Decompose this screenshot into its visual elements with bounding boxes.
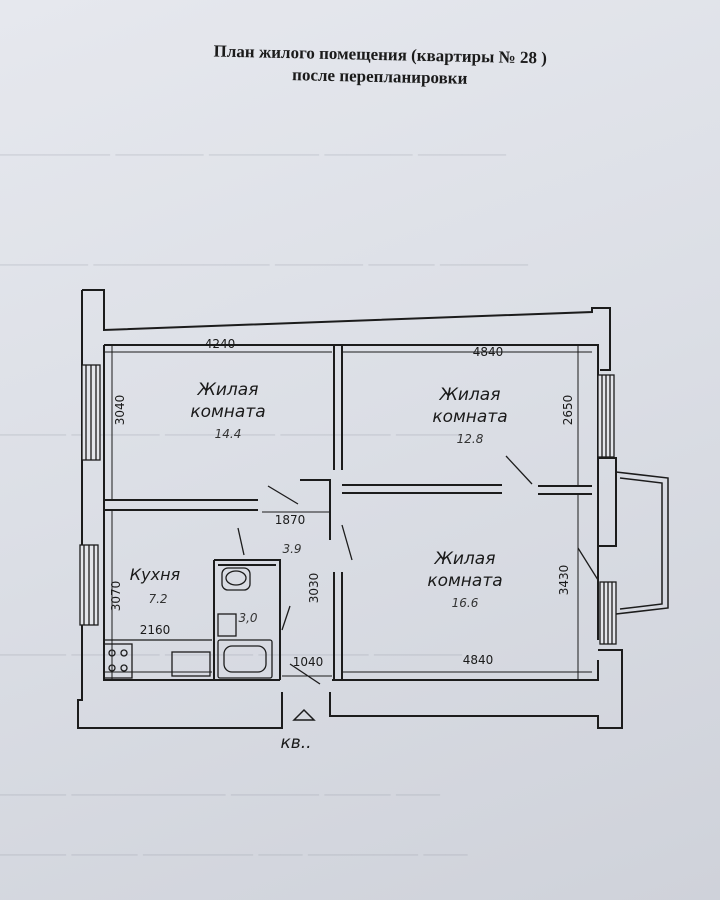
dim-left-upper: 3040 — [113, 395, 127, 426]
dim-corridor-width: 1870 — [275, 513, 306, 527]
bath-area: 3,0 — [238, 611, 257, 625]
dim-left-lower: 3070 — [109, 581, 123, 612]
right-windows — [597, 374, 617, 645]
bathtub-icon — [217, 639, 273, 679]
balcony — [615, 471, 669, 615]
room-name-3b: комната — [427, 571, 502, 591]
room-area-2: 12.8 — [457, 432, 484, 446]
room-area-3: 16.6 — [452, 596, 479, 610]
dim-top-left: 4240 — [205, 337, 236, 351]
kitchen-sink-icon — [171, 651, 211, 677]
room-area-1: 14.4 — [215, 427, 242, 441]
dim-kitchen-width: 2160 — [140, 623, 171, 637]
toilet-tank-icon — [221, 567, 251, 591]
room-name-1b: комната — [190, 402, 265, 422]
kitchen-fixtures — [103, 639, 212, 679]
corridor-area: 3.9 — [282, 542, 301, 556]
room-name-2a: Жилая — [439, 385, 501, 405]
room-name-2b: комната — [432, 407, 507, 427]
entrance-arrow-icon — [292, 708, 316, 721]
room-name-1a: Жилая — [197, 380, 259, 400]
dim-bottom-right: 4840 — [463, 653, 494, 667]
toilet-bowl-icon — [225, 570, 247, 586]
entrance-label: кв.. — [280, 733, 311, 753]
door-swings — [237, 455, 599, 685]
sink-icon — [217, 613, 237, 637]
dimension-lines — [104, 345, 592, 680]
dim-top-right: 4840 — [473, 345, 504, 359]
dim-corridor-height: 3030 — [307, 573, 321, 604]
dim-right-upper: 2650 — [561, 395, 575, 426]
interior-walls — [104, 345, 592, 680]
room-name-3a: Жилая — [434, 549, 496, 569]
dim-entry-width: 1040 — [293, 655, 324, 669]
dim-right-lower: 3430 — [557, 565, 571, 596]
left-windows — [79, 364, 101, 626]
stove-icon — [103, 643, 133, 679]
bathroom-fixtures — [217, 567, 273, 679]
kitchen-name: Кухня — [130, 565, 181, 584]
kitchen-area: 7.2 — [148, 592, 167, 606]
